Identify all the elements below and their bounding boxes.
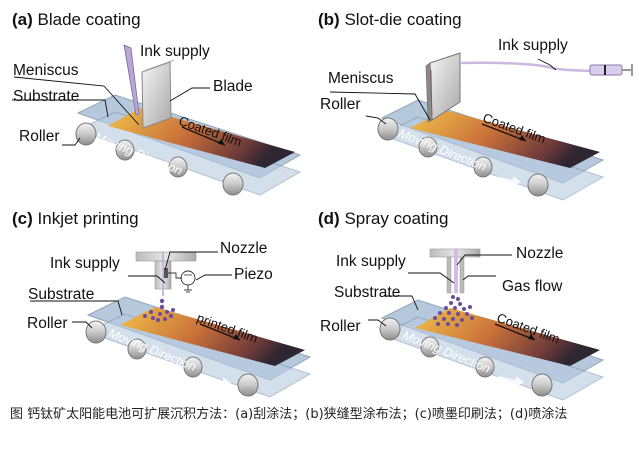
- label-roller: Roller: [320, 96, 361, 113]
- roller-icon: [377, 117, 549, 197]
- coated-film: [410, 110, 600, 168]
- label-substrate: Substrate: [13, 88, 80, 105]
- syringe-icon: [589, 64, 633, 76]
- blade-coating-illustration: [12, 44, 302, 196]
- label-ink-supply: Ink supply: [50, 255, 120, 272]
- label-roller: Roller: [320, 318, 361, 335]
- label-piezo: Piezo: [234, 266, 273, 283]
- panel-title: (d) Spray coating: [318, 209, 448, 229]
- spray-nozzle-icon: [429, 248, 481, 294]
- inkjet-nozzle-icon: [135, 251, 197, 296]
- panel-title: (a) Blade coating: [12, 10, 141, 30]
- figure-caption: 图 钙钛矿太阳能电池可扩展沉积方法：(a)刮涂法；(b)狭缝型涂布法；(c)喷墨…: [10, 407, 568, 422]
- label-meniscus: Meniscus: [13, 62, 79, 79]
- panel-title-text: Inkjet printing: [37, 209, 139, 228]
- printed-film: [120, 307, 305, 366]
- ink-pipette-icon: [123, 44, 140, 116]
- label-substrate: Substrate: [334, 284, 401, 301]
- moving-direction-arrow: [205, 377, 231, 388]
- label-roller: Roller: [27, 315, 68, 332]
- label-meniscus: Meniscus: [328, 70, 394, 87]
- moving-direction-arrow: [498, 376, 524, 387]
- label-ink-supply: Ink supply: [336, 253, 406, 270]
- panel-inkjet-printing: (c) Inkjet printing Nozzle Ink supply Pi…: [0, 200, 319, 400]
- piezo-circuit-icon: [168, 270, 196, 293]
- panel-slot-die-coating: (b) Slot-die coating Ink supply Meniscus…: [318, 0, 639, 201]
- label-ink-supply: Ink supply: [498, 37, 568, 54]
- roller-icon: [379, 317, 553, 397]
- label-nozzle: Nozzle: [516, 245, 564, 262]
- label-substrate: Substrate: [28, 286, 95, 303]
- label-gas-flow: Gas flow: [502, 278, 563, 295]
- moving-direction-arrow: [190, 177, 216, 188]
- panel-title: (b) Slot-die coating: [318, 10, 462, 30]
- ink-droplets: [143, 298, 175, 322]
- roller-icon: [75, 122, 244, 196]
- panel-title-text: Blade coating: [37, 10, 141, 29]
- panel-letter: (a): [12, 10, 33, 29]
- inkjet-printing-illustration: [30, 251, 312, 398]
- blade-icon: [141, 61, 172, 129]
- slot-die-coating-illustration: [329, 52, 633, 201]
- spray-coating-illustration: [368, 248, 605, 401]
- label-nozzle: Nozzle: [220, 240, 268, 257]
- panel-title-text: Slot-die coating: [344, 10, 462, 29]
- panel-title: (c) Inkjet printing: [12, 209, 139, 229]
- panel-letter: (d): [318, 209, 340, 228]
- panel-spray-coating: (d) Spray coating Ink supply Nozzle Gas …: [318, 200, 639, 401]
- label-roller: Roller: [19, 128, 60, 145]
- panel-letter: (b): [318, 10, 340, 29]
- ink-tube: [459, 61, 593, 73]
- label-blade: Blade: [213, 78, 253, 95]
- panel-letter: (c): [12, 209, 33, 228]
- moving-direction-arrow: [495, 176, 521, 187]
- coated-film: [415, 308, 600, 366]
- slot-die-head-icon: [429, 52, 461, 121]
- label-ink-supply: Ink supply: [140, 43, 210, 60]
- panel-blade-coating: (a) Blade coating Ink supply Meniscus Bl…: [0, 0, 319, 200]
- panel-title-text: Spray coating: [344, 209, 449, 228]
- spray-droplets: [433, 295, 474, 327]
